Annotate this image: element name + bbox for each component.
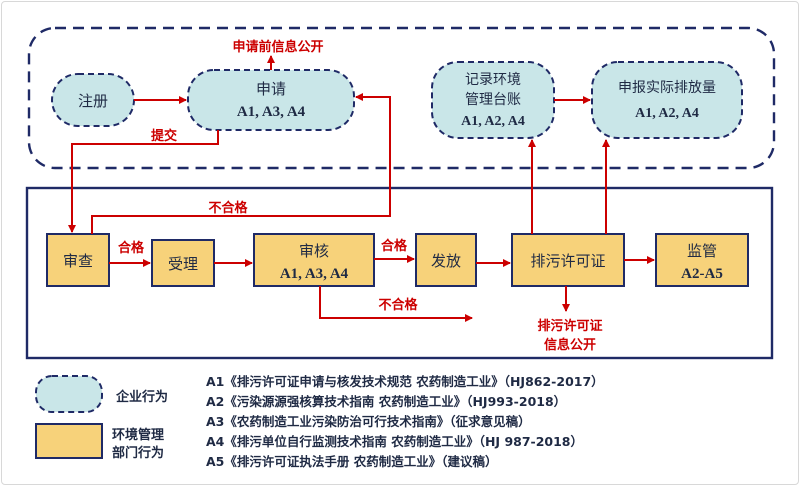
supervise-node bbox=[655, 233, 749, 287]
report-codes: A1, A2, A4 bbox=[635, 106, 699, 121]
legend-ref-a4: A4《排污单位自行监测技术指南 农药制造工业》（HJ 987-2018） bbox=[206, 434, 584, 449]
legend-ref-a5: A5《排污许可证执法手册 农药制造工业》（建议稿） bbox=[206, 454, 498, 469]
submit-arrow bbox=[68, 130, 219, 233]
legend-authority-swatch bbox=[35, 423, 103, 459]
ledger-line1: 记录环境 bbox=[465, 72, 521, 88]
apply-title: 申请 bbox=[256, 80, 286, 98]
review-label: 审查 bbox=[63, 252, 93, 270]
ledger-line2: 管理台账 bbox=[465, 92, 521, 108]
legend-enterprise-swatch bbox=[35, 375, 103, 413]
issue-node bbox=[415, 233, 477, 287]
enterprise-region bbox=[27, 26, 776, 170]
supervise-codes: A2-A5 bbox=[681, 266, 723, 282]
qualified-label-1: 合格 bbox=[118, 240, 145, 256]
issue-label: 发放 bbox=[431, 252, 461, 270]
legend-authority-label-1: 环境管理 bbox=[112, 428, 165, 443]
unqualified-bottom-label: 不合格 bbox=[378, 297, 418, 313]
submit-label: 提交 bbox=[151, 128, 177, 144]
report-node bbox=[591, 61, 743, 139]
unqualified-return-arrow bbox=[91, 93, 391, 234]
permit-disclosure-line1: 排污许可证 bbox=[537, 318, 602, 334]
register-label: 注册 bbox=[78, 92, 108, 110]
legend-ref-a3: A3《农药制造工业污染防治可行技术指南》（征求意见稿） bbox=[206, 414, 531, 429]
report-title: 申报实际排放量 bbox=[618, 80, 716, 96]
legend-enterprise-label: 企业行为 bbox=[116, 390, 169, 405]
supervise-title: 监管 bbox=[687, 242, 717, 260]
accept-label: 受理 bbox=[168, 255, 198, 273]
permit-node bbox=[511, 233, 625, 287]
ledger-codes: A1, A2, A4 bbox=[461, 114, 525, 129]
audit-title: 审核 bbox=[299, 242, 329, 260]
pre-disclosure-label: 申请前信息公开 bbox=[232, 39, 323, 55]
unqualified-top-label: 不合格 bbox=[208, 200, 248, 216]
review-node bbox=[46, 233, 110, 287]
apply-codes: A1, A3, A4 bbox=[237, 104, 306, 120]
authority-region bbox=[25, 186, 774, 360]
legend-ref-a1: A1《排污许可证申请与核发技术规范 农药制造工业》（HJ862-2017） bbox=[206, 374, 604, 389]
audit-codes: A1, A3, A4 bbox=[280, 266, 349, 282]
permit-label: 排污许可证 bbox=[530, 252, 605, 270]
legend-ref-a2: A2《污染源源强核算技术指南 农药制造工业》（HJ993-2018） bbox=[206, 394, 567, 409]
qualified-label-2: 合格 bbox=[381, 238, 408, 254]
permit-disclosure-line2: 信息公开 bbox=[544, 337, 596, 353]
apply-node bbox=[187, 69, 355, 131]
unqualified-out-arrow bbox=[319, 286, 473, 322]
legend-authority-label-2: 部门行为 bbox=[112, 446, 165, 461]
